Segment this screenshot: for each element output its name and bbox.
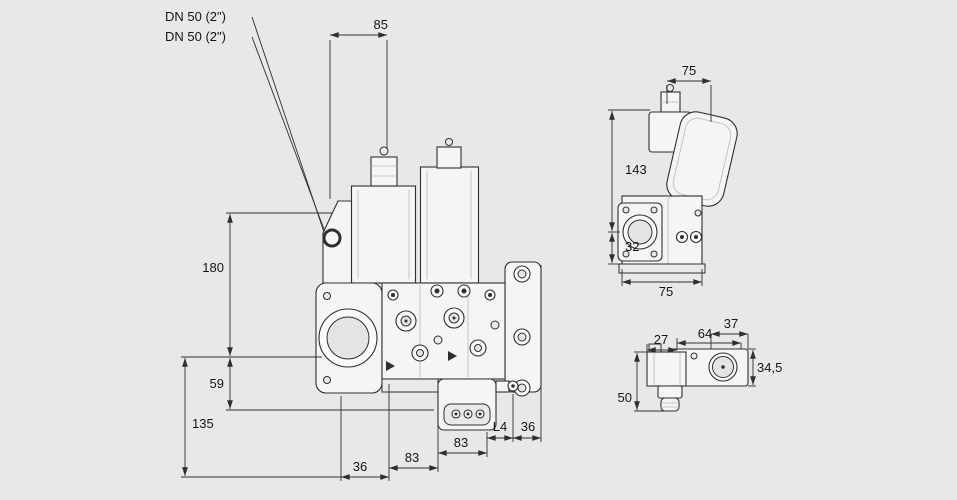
- screw-hole: [323, 292, 331, 300]
- solenoid-coil-left: [350, 185, 417, 284]
- front-view: [315, 138, 542, 431]
- dim-27: 27: [654, 332, 668, 347]
- screw-center: [488, 293, 492, 297]
- coil-connector-right: [436, 146, 462, 169]
- test-plug-stem: [495, 380, 510, 393]
- connector-tip-left: [379, 146, 389, 156]
- dim-34-5: 34,5: [757, 360, 782, 375]
- port-center: [694, 235, 698, 239]
- dim-50: 50: [618, 390, 632, 405]
- dim-59: 59: [210, 376, 224, 391]
- coil-connector-left: [370, 156, 398, 187]
- plug-connector: [657, 385, 683, 399]
- port-center: [452, 316, 456, 320]
- solenoid-coil-right: [419, 166, 480, 284]
- screw-center: [461, 288, 467, 294]
- dim-37: 37: [724, 316, 738, 331]
- screw-hole: [650, 250, 658, 258]
- indicator-center: [454, 412, 458, 416]
- flow-arrow: [448, 351, 457, 361]
- front-view-dimensions: 85 180 59 135 36 83 83 L4 36: [181, 17, 542, 481]
- port-center: [404, 319, 408, 323]
- screw-hole: [690, 352, 698, 360]
- pipe-bore-inner: [326, 316, 370, 360]
- test-plug-center: [511, 384, 515, 388]
- screw-hole: [622, 250, 630, 258]
- dim-143: 143: [625, 162, 647, 177]
- dim-l4: L4: [493, 419, 507, 434]
- screw-center: [434, 288, 440, 294]
- dn-callout-2: DN 50 (2"): [165, 29, 226, 44]
- dim-36-left: 36: [353, 459, 367, 474]
- pipe-bore-side-inner: [627, 219, 653, 245]
- port-center: [680, 235, 684, 239]
- screw-hole: [650, 206, 658, 214]
- screw-hole: [433, 335, 443, 345]
- dn-callout-1: DN 50 (2"): [165, 9, 226, 24]
- side-view-dimensions: 75 143 32 75: [608, 63, 712, 299]
- flow-arrow: [386, 361, 395, 371]
- dim-75-top: 75: [682, 63, 696, 78]
- dim-135: 135: [192, 416, 214, 431]
- body-underside: [381, 378, 439, 393]
- port-inner: [474, 344, 482, 352]
- detail-view: [646, 343, 749, 412]
- bolt-hole-inner: [517, 332, 527, 342]
- dim-83-a: 83: [405, 450, 419, 465]
- screw-hole: [622, 206, 630, 214]
- detail-solenoid: [646, 351, 687, 387]
- indicator-center: [478, 412, 482, 416]
- screw-hole: [694, 209, 702, 217]
- connector-tip-right: [445, 138, 453, 146]
- dim-36-right: 36: [521, 419, 535, 434]
- port-inner: [416, 349, 424, 357]
- connector-tip: [666, 84, 674, 92]
- bolt-hole-inner: [517, 383, 527, 393]
- bracket-hole: [322, 228, 342, 248]
- bolt-hole-inner: [517, 269, 527, 279]
- plug-knob: [660, 397, 680, 412]
- screw-hole: [323, 376, 331, 384]
- indicator-center: [466, 412, 470, 416]
- dim-180: 180: [202, 260, 224, 275]
- dn-leader-line-1: [251, 16, 335, 263]
- dim-75-bottom: 75: [659, 284, 673, 299]
- screw-hole: [490, 320, 500, 330]
- detail-view-dimensions: 27 64 37 34,5 50: [618, 316, 782, 412]
- dn-callouts: DN 50 (2") DN 50 (2"): [165, 9, 347, 289]
- base-plate: [618, 263, 706, 274]
- dim-83-b: 83: [454, 435, 468, 450]
- dim-64: 64: [698, 326, 712, 341]
- dim-85: 85: [374, 17, 388, 32]
- side-view: [617, 84, 738, 274]
- screw-center: [391, 293, 395, 297]
- valve-body: [381, 282, 506, 380]
- dim-32: 32: [625, 239, 639, 254]
- detail-bore-center: [721, 365, 725, 369]
